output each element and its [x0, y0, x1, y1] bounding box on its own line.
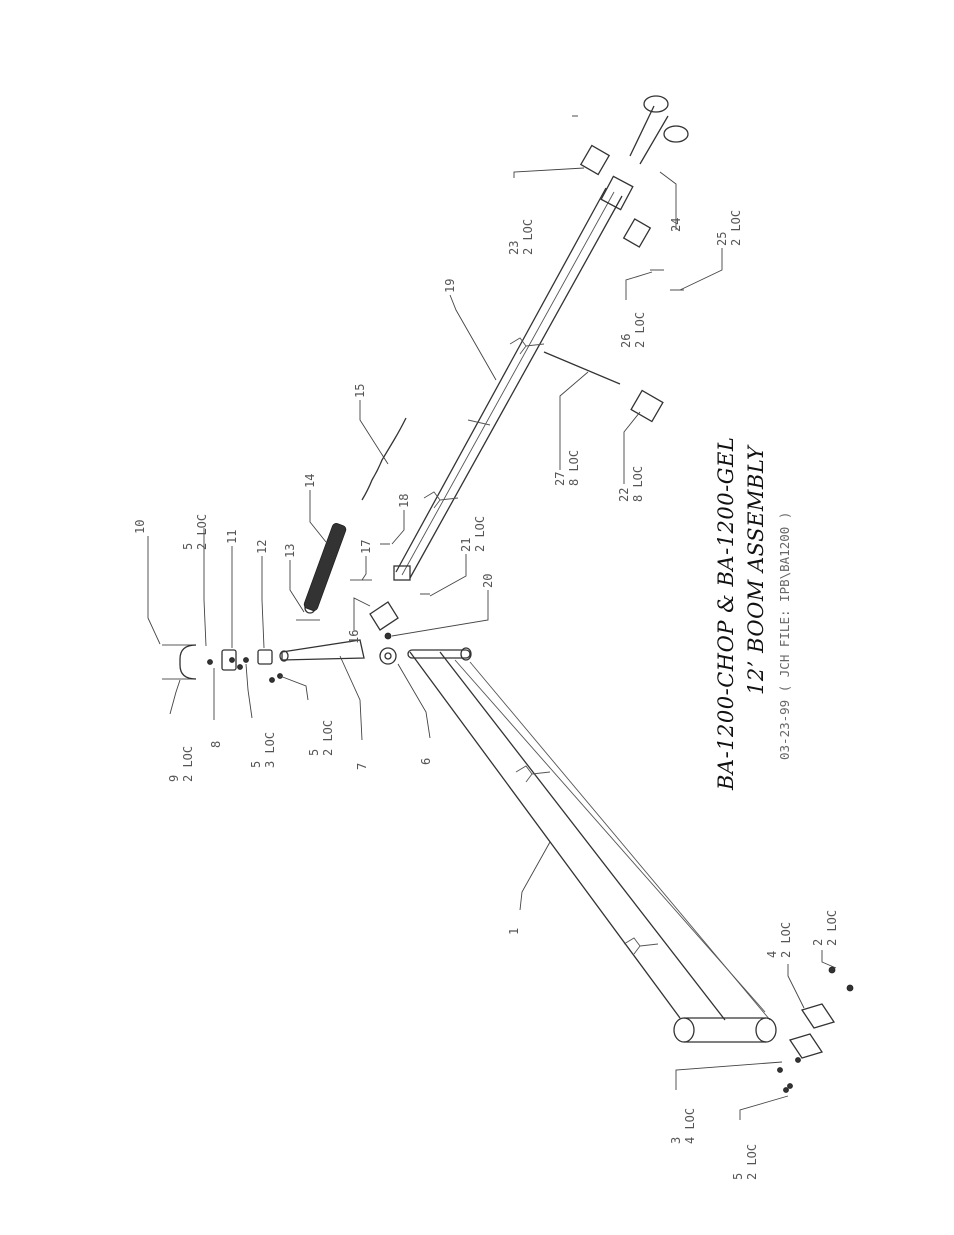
upper-boom-arm — [393, 175, 634, 581]
callout-9: 9 2 LOC — [167, 746, 195, 782]
callout-5-bottom-number: 5 — [731, 1173, 745, 1180]
callout-1: 1 — [507, 928, 521, 935]
callout-6-number: 6 — [419, 758, 433, 765]
callout-5-top-number: 5 — [181, 543, 195, 550]
callout-4-loc: 2 LOC — [779, 922, 793, 958]
callout-25-number: 25 — [715, 232, 729, 246]
callout-8-number: 8 — [209, 741, 223, 748]
callout-2-number: 2 — [811, 939, 825, 946]
callout-5-three-loc: 5 3 LOC — [249, 732, 277, 768]
callout-25-loc: 2 LOC — [729, 210, 743, 246]
callout-4: 4 2 LOC — [765, 922, 793, 958]
callout-7: 7 — [355, 763, 369, 770]
callout-23: 23 2 LOC — [507, 219, 535, 255]
callout-5-top: 5 2 LOC — [181, 514, 209, 550]
callout-11: 11 — [225, 530, 239, 544]
callout-17: 17 — [359, 540, 373, 554]
callout-22-number: 22 — [617, 488, 631, 502]
callout-14-number: 14 — [303, 474, 317, 488]
callout-22-loc: 8 LOC — [631, 466, 645, 502]
callout-5-three-loc-loc: 3 LOC — [263, 732, 277, 768]
callout-17-number: 17 — [359, 540, 373, 554]
lower-boom-arm — [407, 647, 777, 1043]
callout-25: 25 2 LOC — [715, 210, 743, 246]
callout-27-loc: 8 LOC — [567, 450, 581, 486]
callout-26-number: 26 — [619, 334, 633, 348]
callout-27-number: 27 — [553, 472, 567, 486]
callout-5-mid-loc: 2 LOC — [321, 720, 335, 756]
callout-26-loc: 2 LOC — [633, 312, 647, 348]
callout-19: 19 — [443, 279, 457, 293]
callout-5-bottom-loc: 2 LOC — [745, 1144, 759, 1180]
title-line-2: 12’ BOOM ASSEMBLY — [744, 444, 768, 695]
callout-23-loc: 2 LOC — [521, 219, 535, 255]
callout-labels: 1 2 2 LOC 3 4 LOC 4 2 LOC 5 2 LOC 5 3 LO… — [133, 210, 839, 1180]
callout-10-number: 10 — [133, 520, 147, 534]
callout-21-number: 21 — [459, 538, 473, 552]
callout-5-bottom: 5 2 LOC — [731, 1144, 759, 1180]
callout-10: 10 — [133, 520, 147, 534]
title-block: BA-1200-CHOP & BA-1200-GEL 12’ BOOM ASSE… — [714, 437, 792, 791]
callout-2: 2 2 LOC — [811, 910, 839, 946]
callout-15-number: 15 — [353, 384, 367, 398]
callout-24-number: 24 — [669, 218, 683, 232]
callout-13: 13 — [283, 544, 297, 558]
callout-19-number: 19 — [443, 279, 457, 293]
callout-9-loc: 2 LOC — [181, 746, 195, 782]
callout-8: 8 — [209, 741, 223, 748]
callout-2-loc: 2 LOC — [825, 910, 839, 946]
callout-27: 27 8 LOC — [553, 450, 581, 486]
callout-5-three-loc-number: 5 — [249, 761, 263, 768]
callout-18: 18 — [397, 494, 411, 508]
callout-24: 24 — [669, 218, 683, 232]
callout-4-number: 4 — [765, 951, 779, 958]
leader-lines — [147, 167, 837, 1120]
callout-22: 22 8 LOC — [617, 466, 645, 502]
callout-20: 20 — [481, 574, 495, 588]
callout-12: 12 — [255, 540, 269, 554]
callout-23-number: 23 — [507, 241, 521, 255]
callout-6: 6 — [419, 758, 433, 765]
callout-3-loc: 4 LOC — [683, 1108, 697, 1144]
callout-15: 15 — [353, 384, 367, 398]
callout-14: 14 — [303, 474, 317, 488]
callout-11-number: 11 — [225, 530, 239, 544]
title-line-3: 03-23-99 ( JCH FILE: IPB\BA1200 ) — [777, 512, 792, 760]
callout-26: 26 2 LOC — [619, 312, 647, 348]
title-line-1: BA-1200-CHOP & BA-1200-GEL — [714, 437, 738, 791]
callout-16: 16 — [347, 630, 361, 644]
callout-3: 3 4 LOC — [669, 1108, 697, 1144]
callout-12-number: 12 — [255, 540, 269, 554]
callout-9-number: 9 — [167, 775, 181, 782]
callout-7-number: 7 — [355, 763, 369, 770]
callout-20-number: 20 — [481, 574, 495, 588]
callout-13-number: 13 — [283, 544, 297, 558]
callout-21-loc: 2 LOC — [473, 516, 487, 552]
callout-1-number: 1 — [507, 928, 521, 935]
callout-5-top-loc: 2 LOC — [195, 514, 209, 550]
callout-18-number: 18 — [397, 494, 411, 508]
callout-16-number: 16 — [347, 630, 361, 644]
callout-3-number: 3 — [669, 1137, 683, 1144]
callout-5-mid: 5 2 LOC — [307, 720, 335, 756]
callout-5-mid-number: 5 — [307, 749, 321, 756]
callout-21: 21 2 LOC — [459, 516, 487, 552]
